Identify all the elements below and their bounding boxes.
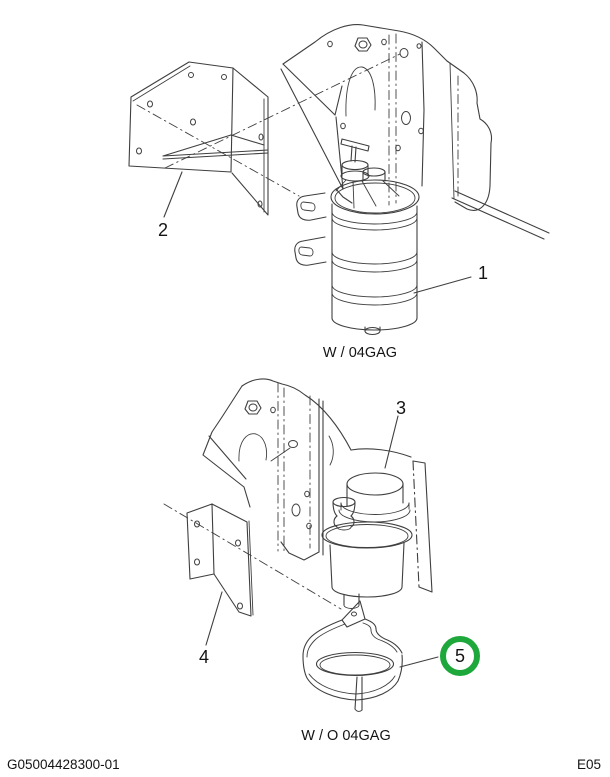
cowl-panel-sketch-bottom bbox=[163, 378, 433, 610]
leader-line-1 bbox=[413, 276, 472, 294]
bolt-axis-short bbox=[270, 447, 291, 462]
part-label-2: 2 bbox=[158, 220, 168, 240]
document-code: G05004428300-01 bbox=[7, 757, 120, 772]
leader-line-2 bbox=[163, 171, 183, 218]
torn-strip-right-bottom bbox=[412, 460, 433, 593]
reservoir-3-cap bbox=[346, 472, 404, 496]
sill-line-top bbox=[451, 190, 550, 240]
leader-line-4 bbox=[205, 591, 223, 646]
torn-fragment-right-top bbox=[446, 60, 493, 211]
mounting-tab-upper bbox=[296, 192, 327, 221]
leader-line-3 bbox=[384, 415, 399, 469]
highlight-callout-5: 5 bbox=[440, 636, 480, 676]
part-label-5: 5 bbox=[455, 646, 465, 666]
bracket-part-2-drawing bbox=[128, 61, 269, 218]
hex-nut-top bbox=[354, 37, 372, 52]
bolt-axis-line-b bbox=[136, 104, 300, 197]
part-label-4: 4 bbox=[199, 647, 209, 667]
bolt-axis-line-a bbox=[164, 53, 401, 169]
figure-caption-without-04gag: W / O 04GAG bbox=[301, 728, 390, 744]
bolt-holes-bottom-panel bbox=[270, 406, 312, 530]
figure-with-04gag: 1 2 W / 04GAG bbox=[128, 24, 550, 361]
clamp-opening bbox=[315, 651, 395, 677]
bracket-part-4-drawing bbox=[186, 503, 254, 646]
bracket-4-holes bbox=[194, 520, 243, 610]
reservoir-part-3-drawing bbox=[321, 415, 413, 609]
part-label-1: 1 bbox=[478, 263, 488, 283]
clamp-part-5-drawing bbox=[302, 600, 439, 712]
part-label-3: 3 bbox=[396, 398, 406, 418]
footer: G05004428300-01 E05 bbox=[7, 757, 601, 772]
filler-cap-small bbox=[362, 167, 386, 182]
highlight-ring bbox=[440, 636, 480, 676]
mounting-axis-line-bottom bbox=[163, 503, 342, 610]
bracket-2-holes bbox=[136, 72, 264, 208]
leader-line-5 bbox=[399, 656, 439, 668]
reservoir-part-1-drawing bbox=[294, 138, 472, 336]
figure-caption-with-04gag: W / 04GAG bbox=[323, 345, 397, 361]
hex-nut-bottom bbox=[244, 400, 262, 415]
reservoir-3-nipple bbox=[343, 593, 360, 609]
mounting-tab-lower bbox=[294, 236, 327, 266]
clamp-seam-tongue bbox=[354, 676, 363, 712]
reservoir-1-body bbox=[330, 179, 420, 336]
clamp-ear-tab bbox=[341, 600, 366, 628]
figure-without-04gag: 5 3 4 W / O 04GAG bbox=[163, 378, 480, 744]
page-code: E05 bbox=[577, 757, 601, 772]
bolt-holes-top-panel bbox=[327, 38, 424, 152]
